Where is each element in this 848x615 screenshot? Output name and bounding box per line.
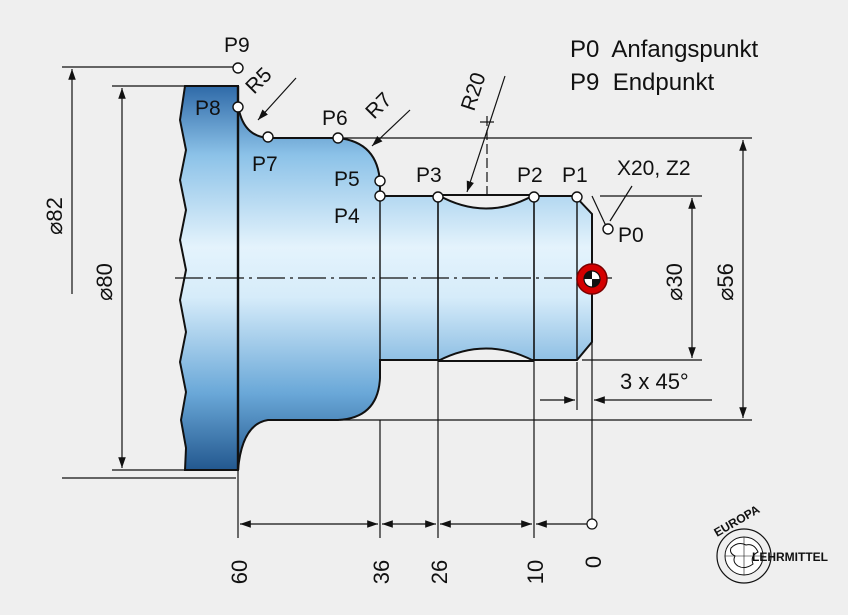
point-p5	[374, 175, 386, 187]
point-p1	[571, 191, 583, 203]
point-p3	[432, 191, 444, 203]
europa-lehrmittel-logo	[716, 528, 772, 584]
point-p9	[232, 62, 244, 74]
p2-label: P2	[517, 164, 543, 187]
p0-approach	[591, 195, 607, 227]
z26-label: 26	[427, 560, 452, 584]
point-p4	[374, 190, 386, 202]
point-p2	[528, 191, 540, 203]
p0-label: P0	[618, 224, 644, 247]
dim-d82-text: ⌀82	[42, 197, 67, 235]
z36-label: 36	[369, 560, 394, 584]
z-origin-marker	[586, 518, 598, 530]
dim-d56-text: ⌀56	[713, 263, 738, 301]
leader-r7	[371, 109, 411, 147]
start-coord-label: X20, Z2	[617, 157, 691, 180]
legend-p0: P0 Anfangspunkt	[570, 36, 758, 63]
z10-label: 10	[523, 560, 548, 584]
leader-r20	[466, 75, 506, 193]
groove-r20-bottom	[437, 347, 535, 362]
p9-label: P9	[224, 34, 250, 57]
leader-x20z2	[609, 185, 633, 222]
point-p6	[332, 132, 344, 144]
p1-label: P1	[562, 164, 588, 187]
p6-label: P6	[322, 107, 348, 130]
point-p7	[262, 131, 274, 143]
z60-label: 60	[227, 560, 252, 584]
workpiece-zero-icon	[576, 263, 608, 295]
legend-p9: P9 Endpunkt	[570, 69, 714, 96]
dim-chamfer-text: 3 x 45°	[620, 369, 689, 394]
point-p0	[602, 223, 614, 235]
p7-label: P7	[252, 153, 278, 176]
p4-label: P4	[334, 205, 360, 228]
dim-d80-text: ⌀80	[92, 263, 117, 301]
point-p8	[232, 101, 244, 113]
dim-d30-text: ⌀30	[662, 263, 687, 301]
logo-bottom-text: LEHRMITTEL	[752, 550, 828, 564]
z0-label: 0	[581, 556, 606, 568]
leader-r5	[257, 77, 297, 121]
p8-label: P8	[195, 97, 221, 120]
p5-label: P5	[334, 168, 360, 191]
p3-label: P3	[416, 164, 442, 187]
